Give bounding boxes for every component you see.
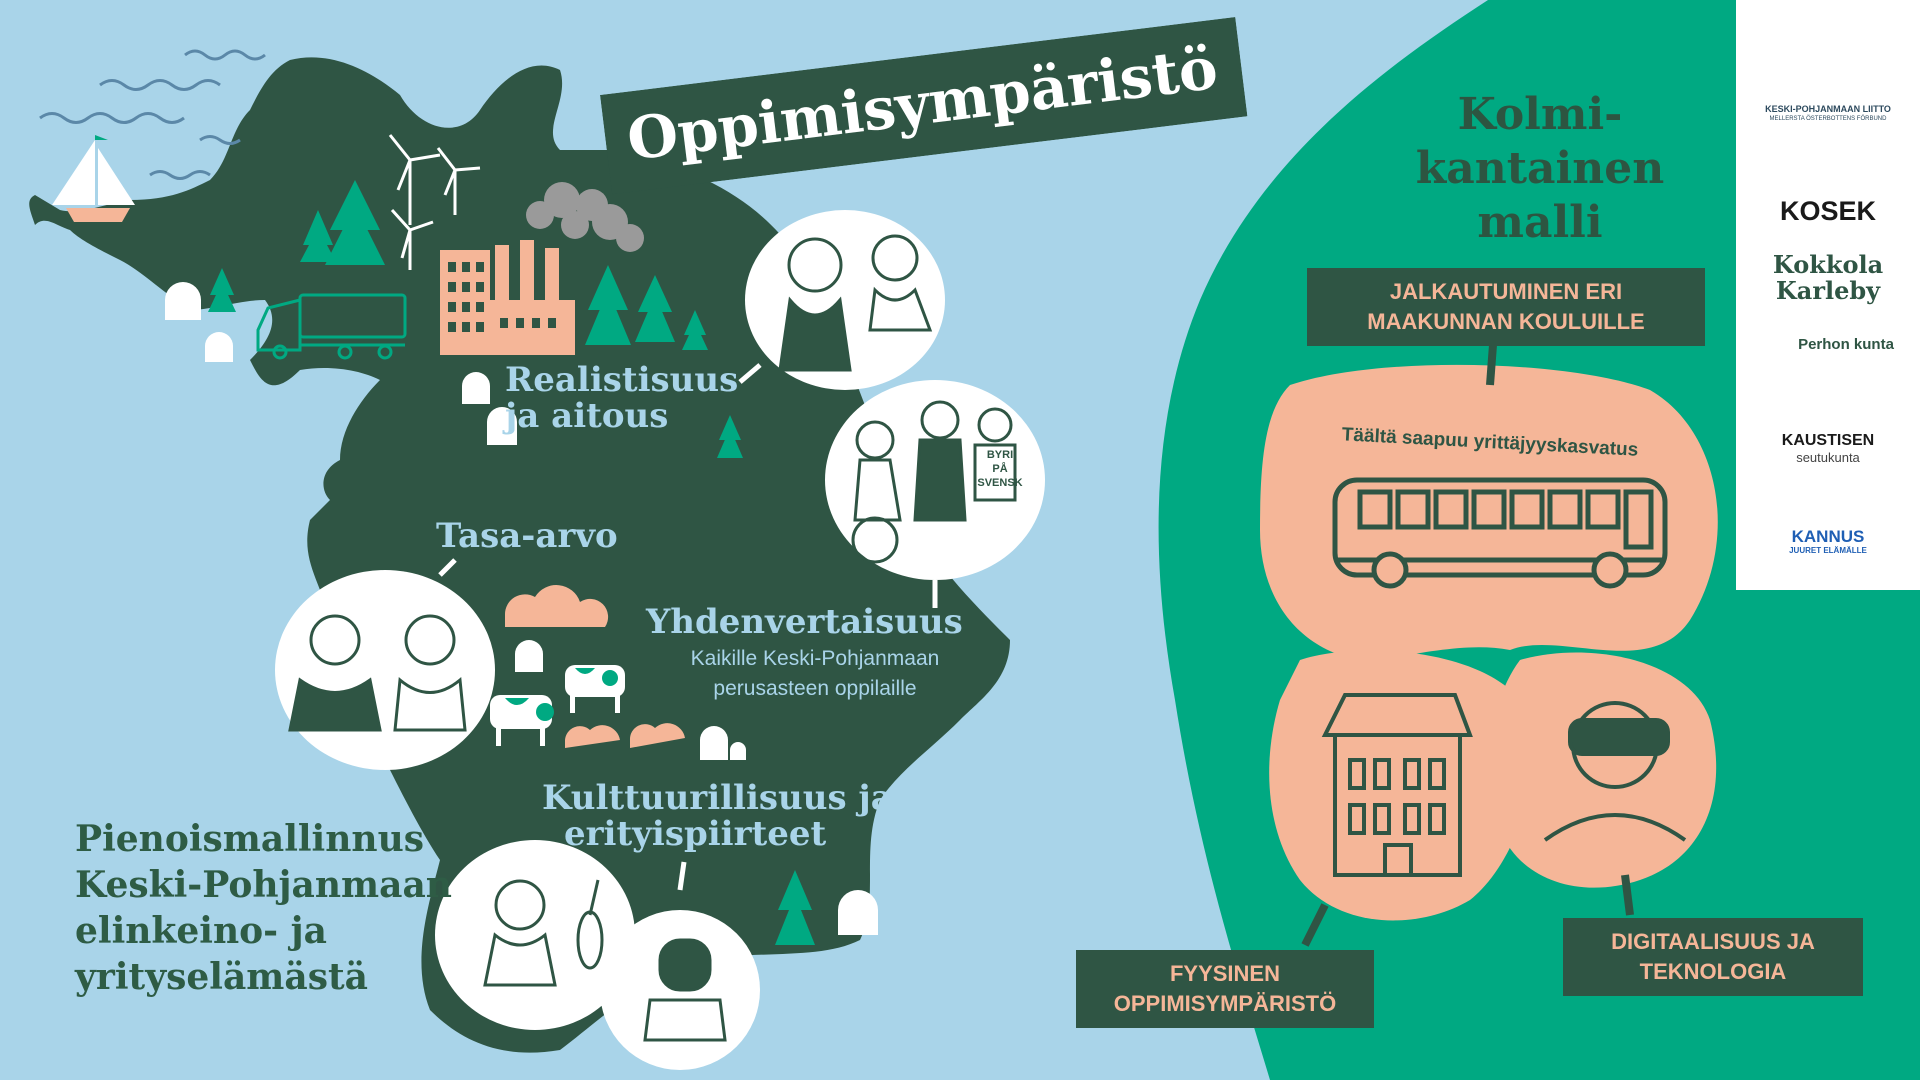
logo-kosek: KOSEK [1779, 196, 1877, 226]
logo-kokkola-line1: Kokkola [1772, 250, 1884, 279]
label-realistisuus-line2: ja aitous [505, 396, 669, 436]
clouds [504, 585, 685, 748]
side-title-line1: Pienoismallinnus [75, 818, 425, 860]
logo-kp-liitto: KESKI-POHJANMAAN LIITTO [1765, 104, 1891, 114]
box-left-line2: OPPIMISYMPÄRISTÖ [1113, 991, 1337, 1016]
side-title: Pienoismallinnus Keski-Pohjanmaan elinke… [75, 816, 452, 1000]
logo-kp-liitto-sub: MELLERSTA ÖSTERBOTTENS FÖRBUND [1769, 116, 1887, 122]
box-digitaalisuus: DIGITAALISUUS JA TEKNOLOGIA [1563, 918, 1863, 996]
model-title-line2: kantainen [1415, 143, 1665, 194]
byri-line3: SVENSK [977, 477, 1023, 489]
label-kulttuurillisuus-line2: erityispiirteet [564, 814, 827, 854]
bubble-tasa-arvo [275, 570, 495, 770]
smoke-cloud-icon [526, 182, 644, 252]
sub-line2: perusasteen oppilaille [713, 677, 917, 700]
side-title-line4: yrityselämästä [75, 956, 368, 998]
logo-kannus-sub: JUURET ELÄMÄLLE [1789, 546, 1867, 555]
cows-icon [490, 665, 625, 746]
tunnel-arches [165, 282, 878, 935]
model-title-line1: Kolmi- [1457, 89, 1623, 140]
connector-lines [438, 363, 938, 891]
label-kulttuurillisuus-line1: Kulttuurillisuus ja [542, 778, 893, 818]
box-right-line1: DIGITAALISUUS JA [1611, 929, 1815, 954]
label-realistisuus-line1: Realistisuus [505, 360, 739, 400]
box-left-line1: FYYSINEN [1169, 961, 1280, 986]
box-right-line2: TEKNOLOGIA [1639, 959, 1787, 984]
bus-icon [1332, 477, 1668, 589]
logo-kannus: KANNUS [1791, 527, 1865, 546]
side-title-line3: elinkeino- ja [75, 910, 327, 952]
sailboat-icon [52, 135, 135, 222]
box-top-line2: MAAKUNNAN KOULUILLE [1367, 309, 1645, 334]
label-tasa-arvo: Tasa-arvo [436, 516, 618, 556]
title-banner-bg [600, 17, 1248, 195]
title-banner: Oppimisympäristö [600, 17, 1248, 195]
side-title-line2: Keski-Pohjanmaan [75, 864, 452, 906]
box-fyysinen: FYYSINEN OPPIMISYMPÄRISTÖ [1076, 950, 1374, 1028]
logo-panel: KESKI-POHJANMAAN LIITTO MELLERSTA ÖSTERB… [1736, 0, 1920, 590]
box-top-line1: JALKAUTUMINEN ERI [1389, 279, 1623, 304]
sea-waves [39, 49, 266, 180]
school-building-icon [1321, 693, 1473, 877]
vr-headset-person-icon [1543, 701, 1687, 842]
model-title: Kolmi- kantainen malli [1400, 88, 1680, 250]
trees-icon [208, 180, 815, 945]
model-connectors [1301, 344, 1634, 947]
people-line-art [288, 234, 1017, 1042]
byri-sign: BYRI PÅ SVENSK [972, 448, 1028, 490]
blob-right [1489, 652, 1717, 888]
label-yhdenvertaisuus: Yhdenvertaisuus [646, 602, 963, 642]
logo-kaustinen-sub: seutukunta [1796, 450, 1860, 465]
wind-turbines-icon [388, 134, 481, 270]
logo-perho: Perhon kunta [1798, 336, 1894, 353]
sub-line1: Kaikille Keski-Pohjanmaan [690, 647, 940, 670]
label-kulttuurillisuus: Kulttuurillisuus ja erityispiirteet [542, 780, 893, 852]
label-yhdenvertaisuus-sub: Kaikille Keski-Pohjanmaan perusasteen op… [645, 644, 985, 704]
logo-kokkola: Kokkola Karleby [1736, 252, 1920, 304]
byri-line2: PÅ [992, 463, 1008, 475]
truck-icon [256, 293, 407, 360]
logo-kaustinen: KAUSTISEN [1781, 432, 1875, 449]
logo-kokkola-line2: Karleby [1775, 276, 1881, 305]
label-realistisuus: Realistisuus ja aitous [505, 362, 738, 434]
box-jalkautuminen: JALKAUTUMINEN ERI MAAKUNNAN KOULUILLE [1307, 268, 1705, 346]
model-title-line3: malli [1477, 197, 1603, 248]
factory-icon [440, 240, 575, 355]
byri-line1: BYRI [986, 449, 1014, 461]
